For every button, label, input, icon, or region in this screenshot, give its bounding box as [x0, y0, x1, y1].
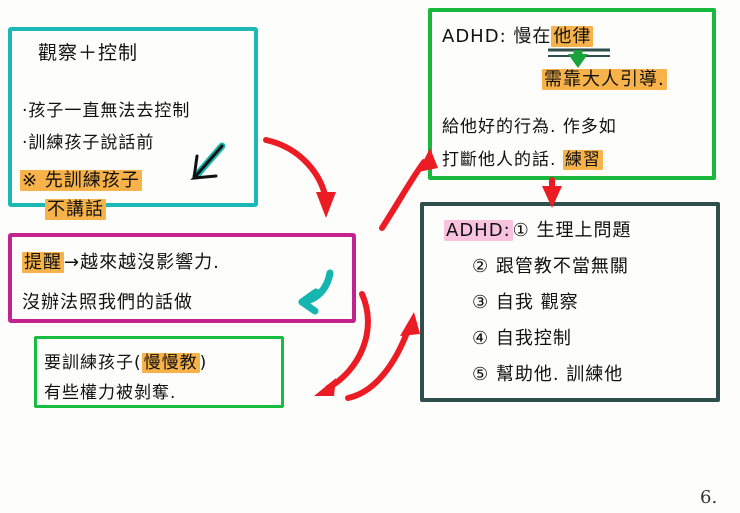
adhd-list-item-3: ③ 自我 觀察: [472, 292, 579, 313]
adhd-guidance-line-1-a: ADHD: 慢在: [442, 26, 552, 47]
observation-control-line-3-text: ※ 先訓練孩子: [20, 170, 142, 191]
page-number: 6.: [700, 487, 718, 508]
reminder-line-1: 提醒→越來越沒影響力.: [22, 248, 220, 274]
adhd-list-header: ADHD:① 生理上問題: [444, 216, 632, 242]
reminder-line-1-rest: →越來越沒影響力.: [64, 252, 220, 273]
adhd-guidance-line-2-text: 需靠大人引導.: [542, 69, 667, 90]
adhd-list-row-3: ③ 自我 觀察: [472, 288, 579, 314]
adhd-guidance-line-4: 打斷他人的話. 練習: [442, 145, 603, 170]
adhd-list-row-5: ⑤ 幫助他. 訓練他: [472, 360, 623, 386]
observation-control-title: 觀察＋控制: [38, 38, 138, 65]
adhd-guidance-line-2: 需靠大人引導.: [542, 65, 667, 91]
adhd-list-item-4: ④ 自我控制: [472, 328, 572, 349]
observation-control-line-1: ·孩子一直無法去控制: [22, 96, 190, 121]
reminder-line-2: 沒辦法照我們的話做: [22, 288, 193, 314]
train-child-line-1-highlight: 慢慢教: [141, 353, 200, 373]
adhd-guidance-line-3-text: 給他好的行為. 作多如: [442, 117, 617, 137]
observation-control-line-3: ※ 先訓練孩子: [20, 166, 142, 192]
reminder-line-2-text: 沒辦法照我們的話做: [22, 292, 193, 313]
train-child-line-2-text: 有些權力被剝奪.: [44, 383, 177, 403]
train-child-line-2: 有些權力被剝奪.: [44, 378, 176, 403]
adhd-guidance-line-1-highlight: 他律: [551, 26, 594, 47]
red-arrow-up-right-to-adhd-list: [345, 312, 420, 401]
adhd-guidance-line-3: 給他好的行為. 作多如: [442, 112, 617, 137]
adhd-guidance-line-4-highlight: 練習: [562, 150, 603, 170]
observation-control-line-2: ·訓練孩子說話前: [22, 128, 154, 153]
observation-control-line-2-text: ·訓練孩子說話前: [22, 133, 155, 153]
adhd-list-box: [420, 202, 720, 402]
adhd-guidance-box: [428, 8, 716, 180]
train-child-line-1-c: ): [199, 353, 208, 373]
adhd-list-row-4: ④ 自我控制: [472, 324, 572, 350]
observation-control-box: [8, 27, 258, 207]
train-child-box: [34, 336, 284, 408]
reminder-keyword: 提醒: [22, 252, 64, 273]
adhd-guidance-line-1: ADHD: 慢在他律: [442, 22, 594, 48]
train-child-line-1-a: 要訓練孩子(: [44, 353, 142, 373]
train-child-line-1: 要訓練孩子(慢慢教): [44, 348, 207, 373]
adhd-list-item-1: ① 生理上問題: [512, 220, 632, 241]
adhd-list-row-2: ② 跟管教不當無關: [472, 252, 629, 278]
observation-control-line-1-text: ·孩子一直無法去控制: [22, 101, 191, 121]
red-arrow-down-to-reminder: [263, 137, 336, 218]
adhd-guidance-line-4-a: 打斷他人的話.: [442, 150, 557, 170]
observation-control-line-4: 不講話: [45, 195, 106, 221]
adhd-list-item-5: ⑤ 幫助他. 訓練他: [472, 364, 624, 385]
reminder-box: [8, 233, 356, 323]
observation-control-title-text: 觀察＋控制: [38, 42, 139, 64]
observation-control-line-4-text: 不講話: [45, 199, 106, 220]
adhd-list-item-2: ② 跟管教不當無關: [472, 256, 629, 277]
adhd-list-label: ADHD:: [444, 220, 513, 241]
